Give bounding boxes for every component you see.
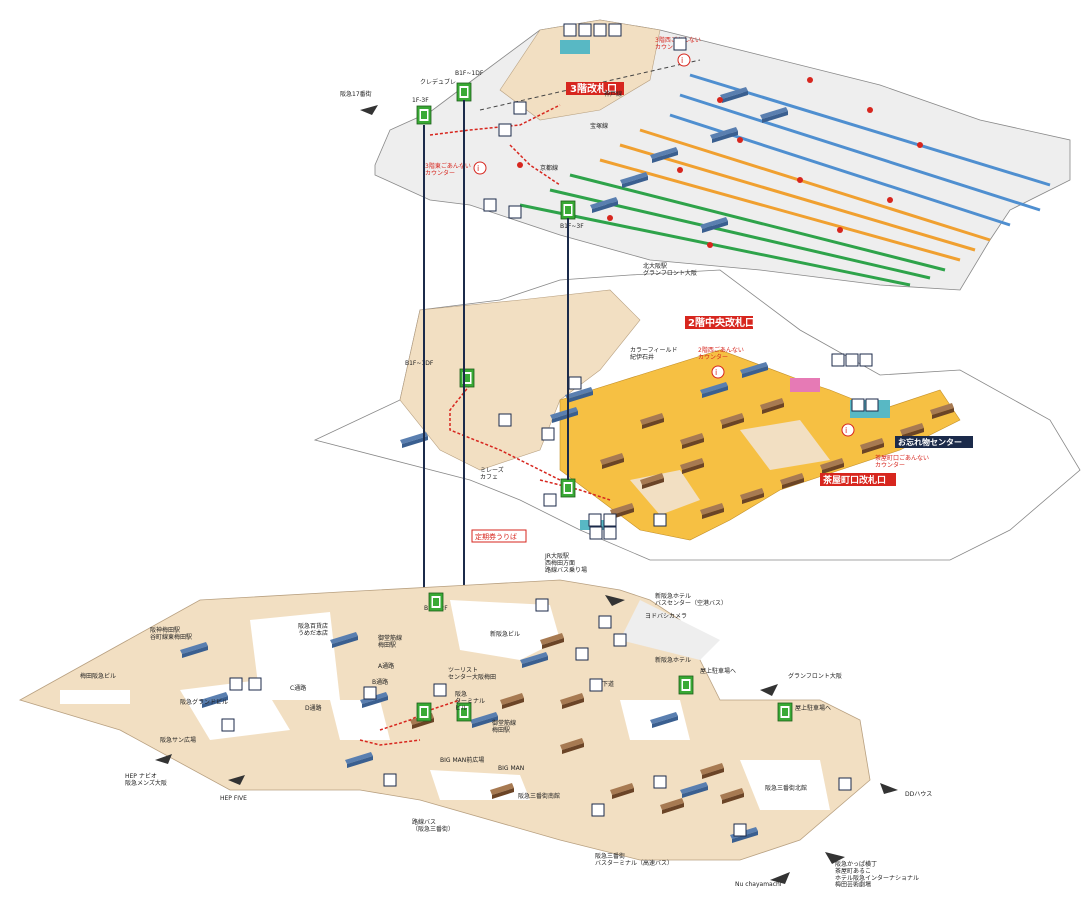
colorfield-label: カラーフィールド紀伊石井 (630, 347, 678, 361)
gate-3f-label: 3階改札口 (570, 82, 617, 95)
hankyu17-label: 阪急17番街 (340, 90, 372, 98)
elevator-icon-2f-1 (459, 368, 475, 388)
kyoto-line-label: 京都線 (540, 164, 558, 172)
commuter-pass-label: 定期券うりば (475, 532, 517, 541)
gate-chaya-box (820, 473, 896, 486)
direction-arrows (155, 105, 898, 884)
rooftop-parking-2-label: 屋上駐車場へ (795, 704, 831, 712)
info-chaya-label: 茶屋町口ごあんないカウンター (875, 454, 929, 469)
elevator-icon-3f-3 (560, 200, 576, 220)
gate-2f-center-box (685, 316, 753, 329)
info-icon-3f-west: i (681, 56, 683, 65)
hep-five-label: HEP FIVE (220, 795, 247, 802)
bus-terminal-label: 阪急三番街バスターミナル（高速バス） (595, 852, 673, 867)
grand-bldg-label: 阪急グランドビル (180, 698, 228, 706)
bigman-square-label: BIG MAN前広場 (440, 756, 484, 764)
gate-3f-box (566, 82, 624, 95)
elevator-icon-2f-2 (560, 478, 576, 498)
hep-navio-label: HEP ナビオ阪急メンズ大阪 (125, 772, 167, 787)
grand-front-2f-label: 北大阪駅グランフロント大阪 (643, 262, 697, 277)
elevator-3f-range-2: B1F~1DF (455, 70, 484, 77)
elevator-icon-1f-4 (416, 702, 432, 722)
gate-chaya-label: 茶屋町口改札口 (822, 474, 886, 486)
rooftop-parking-label: 屋上駐車場へ (700, 667, 736, 675)
kobe-line-label: 神戸線 (604, 90, 622, 98)
sanbangai-north-label: 阪急三番街北館 (765, 784, 807, 792)
hankyu-terminal-label: 阪急ターミナルビル (455, 690, 485, 712)
info-3f-east-label: 3階東ごあんないカウンター (425, 162, 471, 177)
dd-house-label: DDハウス (905, 790, 932, 798)
d-street-label: D通路 (305, 704, 322, 712)
credi-label: クレデュブレ (420, 78, 456, 86)
elevator-icon-3f-2 (456, 82, 472, 102)
floor-2f: 2階中央改札口 i 2階西ごあんないカウンター i 茶屋町口ごあんないカウンター… (313, 262, 1081, 561)
gate-2f-center-label: 2階中央改札口 (688, 316, 755, 329)
platform-dots-3f (517, 77, 923, 248)
elevator-icon-1f-2 (678, 675, 694, 695)
floor-1f: B1F~2F JR大阪駅西梅田方面路線バス乗り場 新阪急ホテルバスセンター（空港… (18, 105, 932, 889)
midosuji-label: 御堂筋線梅田駅 (378, 634, 402, 649)
cafe-label: ミレーズカフェ (480, 466, 504, 481)
lost-center-box (895, 436, 973, 448)
shin-hankyu-hotel-label: 新阪急ホテル (655, 656, 691, 664)
shin-hankyu-bldg-label: 新阪急ビル (490, 630, 520, 638)
chayamachi-label: Nu chayamachi (735, 881, 782, 888)
b-street-label: B通路 (372, 678, 388, 686)
c-street-label: C通路 (290, 684, 306, 692)
takarazuka-line-label: 宝塚線 (590, 122, 608, 130)
platforms-3f (519, 73, 1051, 287)
midosuji-2-label: 御堂筋線梅田駅 (492, 719, 516, 734)
info-icon-2f-west: i (715, 368, 717, 377)
info-2f-west-label: 2階西ごあんないカウンター (698, 346, 744, 361)
floor-3f: 3階改札口 i 3階西ごあんないカウンター i 3階東ごあんないカウンター 神戸… (340, 19, 1071, 291)
hankyu-dept-label: 阪急百貨店うめだ本店 (298, 622, 328, 637)
jr-osaka-label: JR大阪駅西梅田方面路線バス乗り場 (544, 552, 587, 574)
umeda-bldg-label: 梅田阪急ビル (80, 672, 116, 680)
grand-front-1f-label: グランフロント大阪 (788, 672, 842, 680)
elevator-3f-range-3: B1F~3F (560, 223, 584, 230)
bigman-label: BIG MAN (498, 765, 524, 772)
info-icon-2f-chaya: i (845, 426, 847, 435)
elevator-icon-3f-1 (416, 105, 432, 125)
hanshin-label: 阪神梅田駅谷町線東梅田駅 (150, 626, 192, 641)
elevator-icon-1f-1 (428, 592, 444, 612)
hankyu-hotel-bus-label: 新阪急ホテルバスセンター（空港バス） (655, 592, 727, 607)
elevator-icon-1f-3 (777, 702, 793, 722)
san-square-label: 阪急サン広場 (160, 736, 196, 744)
elevator-3f-range-1: 1F-3F (412, 97, 429, 104)
lost-center-label: お忘れ物センター (898, 437, 962, 447)
tourist-center-label: ツーリストセンター大阪梅田 (448, 667, 496, 681)
kappa-label: 阪急かっぱ横丁茶屋町あるこホテル阪急インターナショナル梅田芸術劇場 (835, 860, 919, 889)
yodobashi-label: ヨドバシカメラ (645, 613, 687, 620)
sanbangai-south-label: 阪急三番街南館 (518, 792, 560, 800)
a-street-label: A通路 (378, 662, 394, 670)
route-bus-label: 路線バス（阪急三番街） (412, 818, 454, 833)
elevator-2f-range: B1F~1DF (405, 360, 434, 367)
info-icon-3f-east: i (477, 164, 479, 173)
